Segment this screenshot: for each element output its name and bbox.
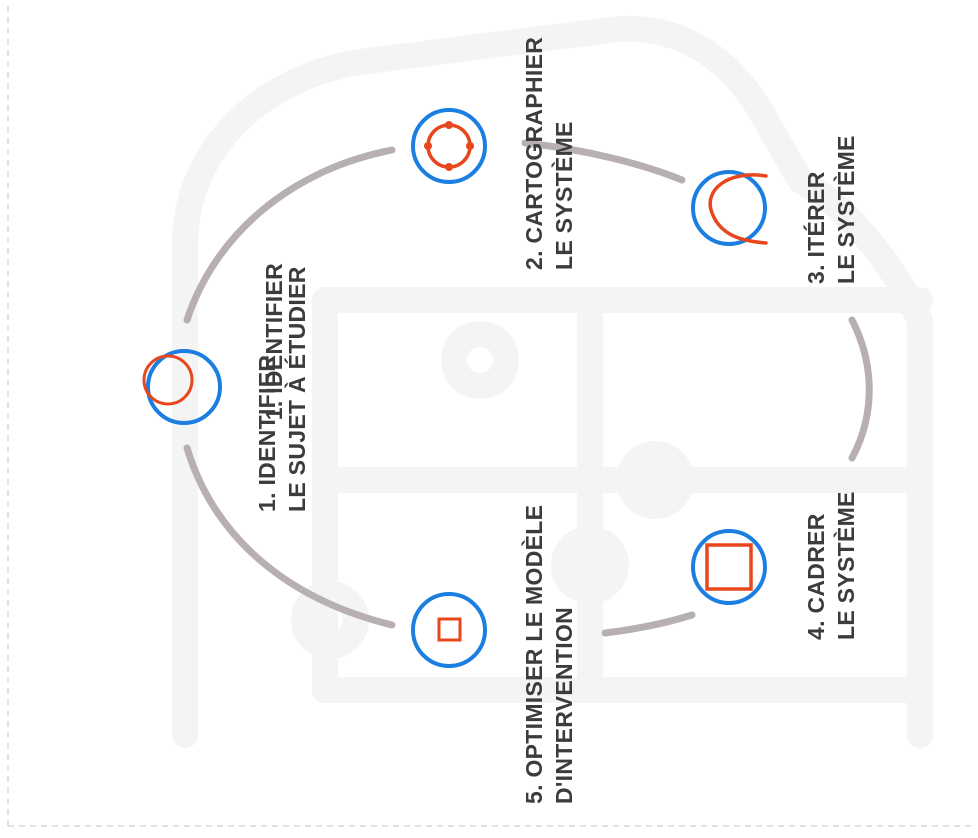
step-3-text: 3. ITÉRER LE SYSTÈME — [803, 135, 867, 284]
arc-5-to-1 — [183, 444, 396, 629]
step-4-title: 4. CADRER — [803, 513, 829, 640]
arc-3-to-4 — [848, 316, 873, 462]
small-square-icon — [411, 592, 487, 668]
puzzle-head-icon — [172, 15, 933, 748]
step-2-subtitle: LE SYSTÈME — [551, 121, 577, 270]
step-2-title: 2. CARTOGRAPHIER — [521, 36, 547, 270]
large-square-icon — [691, 529, 767, 605]
overlapping-circles-icon — [142, 349, 222, 425]
step-3-subtitle: LE SYSTÈME — [833, 135, 859, 284]
step-4-subtitle: LE SYSTÈME — [833, 491, 859, 640]
cycle-arcs — [183, 139, 873, 637]
step-5-subtitle: D'INTERVENTION — [551, 606, 577, 804]
step-5-text: 5. OPTIMISER LE MODÈLE D'INTERVENTION — [521, 470, 585, 804]
step-1-subtitle: LE SUJET À ÉTUDIER — [284, 266, 310, 512]
step-2-text: 2. CARTOGRAPHIER LE SYSTÈME — [521, 16, 585, 270]
step-4-text: 4. CADRER LE SYSTÈME — [803, 491, 867, 640]
step-5-title: 5. OPTIMISER LE MODÈLE — [521, 504, 547, 804]
dotted-circle-icon — [411, 108, 487, 184]
arc-2-to-3 — [521, 139, 686, 184]
step-3-title: 3. ITÉRER — [803, 171, 829, 284]
step-1-text: 1. IDENTIFIER LE SUJET À ÉTUDIER — [254, 262, 318, 512]
step-1-title: 1. IDENTIFIER — [261, 263, 287, 420]
step-1-title: 1. IDENTIFIER — [254, 354, 280, 512]
arc-1-to-2 — [183, 146, 396, 324]
step-1-label: 1. IDENTIFIER LE SYSTÈME — [261, 263, 287, 420]
parabola-icon — [691, 170, 768, 246]
arc-4-to-5 — [601, 611, 696, 637]
